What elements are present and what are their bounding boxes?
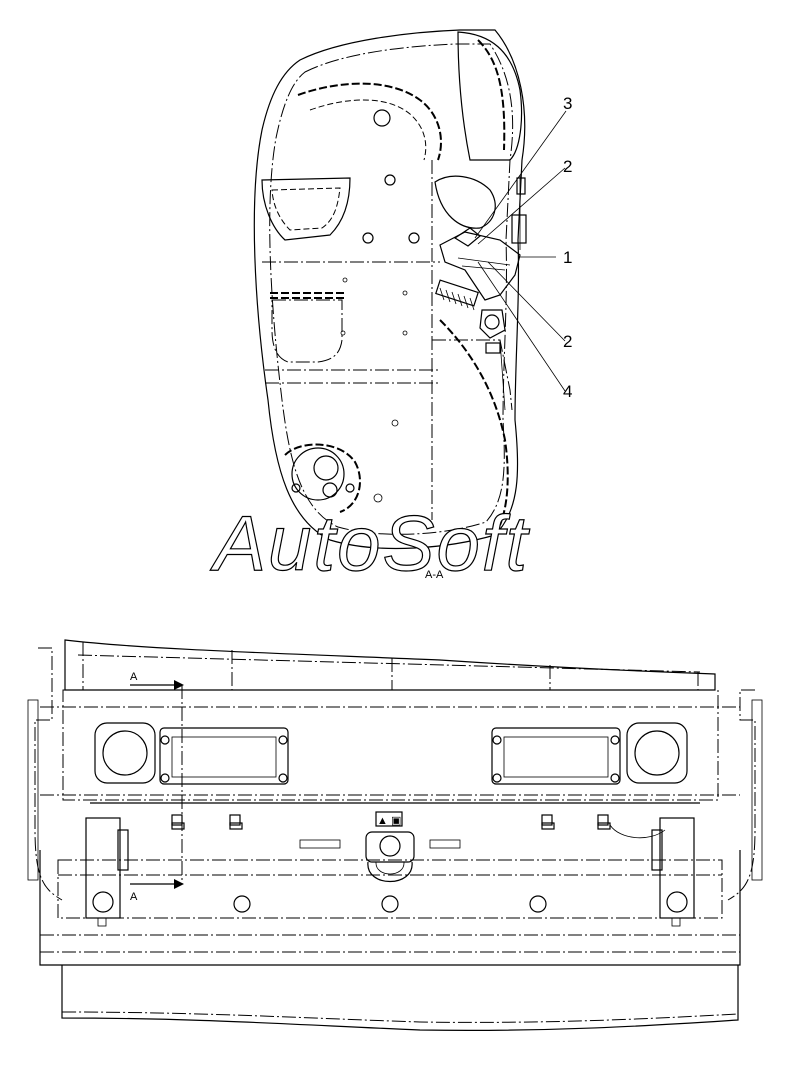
head-block-dash [477, 39, 506, 151]
right-vent [491, 727, 621, 785]
small-hole [391, 419, 399, 427]
main-panel [62, 689, 719, 801]
right-cable-curve [609, 824, 666, 839]
vent-screw [492, 773, 502, 783]
bumper-bolt [381, 895, 399, 913]
leader-lines [474, 110, 567, 392]
left-side-strap [27, 699, 39, 881]
small-hole [402, 290, 408, 296]
mount-bolts [171, 814, 611, 830]
section-arrow-bottom [130, 879, 184, 889]
upper-cutout-inner [271, 187, 341, 231]
upper-cutout [261, 177, 351, 241]
callout-3: 3 [563, 94, 572, 113]
small-hole [402, 330, 408, 336]
vent-screw [610, 773, 620, 783]
head-block [457, 31, 523, 161]
bottom-skirt [61, 965, 739, 1031]
bumper-bolt [233, 895, 251, 913]
bracket-block [299, 839, 341, 849]
callout-4: 4 [563, 382, 572, 401]
side-cutout [434, 175, 496, 229]
vent-screw [492, 735, 502, 745]
right-lamp [634, 730, 680, 776]
bumper-outline [39, 850, 741, 966]
bolt-hole [362, 232, 374, 244]
top-channel-inner [309, 99, 427, 161]
left-corner-latch [85, 817, 129, 927]
top-cover-dash [77, 654, 701, 673]
callout-1: 1 [563, 248, 572, 267]
right-side-strap [751, 699, 763, 881]
svg-text:▲ ▣: ▲ ▣ [377, 815, 401, 827]
section-arrow-top [130, 680, 184, 690]
top-cover [64, 639, 716, 691]
right-vent-inner [503, 736, 609, 778]
bottom-skirt-dash [61, 1011, 739, 1023]
vent-screw [278, 773, 288, 783]
bumper-bolt [529, 895, 547, 913]
small-hole [373, 493, 383, 503]
lower-panel [57, 859, 723, 919]
tow-hook: ▲ ▣ [365, 811, 415, 882]
section-mark-top: A [130, 671, 138, 683]
section-caption: A-A [425, 569, 444, 581]
latch-assembly [439, 175, 527, 411]
small-hole [340, 330, 346, 336]
left-vent-inner [171, 736, 277, 778]
left-lamp-housing [94, 722, 156, 784]
section-mark-bottom: A [130, 891, 138, 903]
watermark: AutoSoft [210, 499, 531, 587]
housing-outline [253, 29, 526, 550]
pivot-boss [284, 443, 361, 513]
left-lamp [102, 730, 148, 776]
front-view: ▲ ▣ [27, 639, 763, 1031]
housing-inner-dash [269, 43, 514, 535]
right-curve-heavy [439, 319, 509, 526]
vent-screw [160, 773, 170, 783]
bolt-hole [384, 174, 396, 186]
spring [435, 279, 479, 311]
bracket-block [429, 839, 461, 849]
section-view-a-a: 3 2 1 2 4 A-A [253, 29, 572, 581]
bolt-hole [408, 232, 420, 244]
callout-2-lower: 2 [563, 332, 572, 351]
lower-window [271, 299, 343, 363]
callout-2-upper: 2 [563, 157, 572, 176]
right-strip [432, 339, 513, 411]
vent-screw [160, 735, 170, 745]
right-lamp-housing [626, 722, 688, 784]
left-vent [159, 727, 289, 785]
bolt-hole [373, 109, 391, 127]
vent-screw [610, 735, 620, 745]
top-channel [297, 82, 442, 161]
small-hole [342, 277, 348, 283]
vent-screw [278, 735, 288, 745]
